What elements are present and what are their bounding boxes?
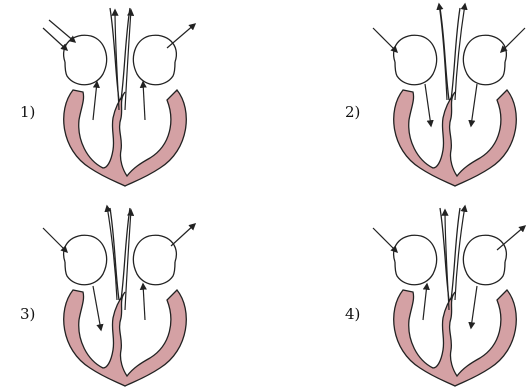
flow-arrow — [49, 20, 75, 42]
flow-arrow — [471, 286, 477, 328]
flow-arrow — [143, 284, 145, 320]
option-4-label: 4) — [345, 305, 360, 323]
flow-arrow — [143, 82, 145, 120]
flow-arrow — [43, 28, 67, 50]
option-1-label: 1) — [20, 103, 35, 121]
flow-arrow — [497, 226, 525, 250]
flow-arrow — [167, 24, 195, 48]
heart-diagram-2 — [365, 0, 528, 190]
flow-arrow — [423, 284, 427, 320]
option-2-label: 2) — [345, 103, 360, 121]
flow-arrow — [373, 28, 397, 52]
flow-arrow — [43, 228, 67, 252]
flow-arrow — [471, 84, 477, 126]
flow-arrow — [93, 82, 97, 120]
heart-diagram-1 — [35, 0, 205, 190]
heart-diagram-3 — [35, 200, 205, 390]
option-3-label: 3) — [20, 305, 35, 323]
heart-diagram-4 — [365, 200, 528, 390]
flow-arrow — [455, 4, 465, 100]
heart-muscle — [394, 90, 517, 186]
left-atrium — [64, 35, 107, 84]
heart-muscle — [394, 290, 517, 386]
right-atrium — [133, 35, 176, 84]
flow-arrow — [171, 224, 195, 246]
flow-arrow — [501, 28, 525, 52]
flow-arrow — [439, 4, 447, 100]
flow-arrow — [373, 228, 397, 252]
flow-arrow — [93, 286, 101, 330]
flow-arrow — [425, 84, 431, 126]
